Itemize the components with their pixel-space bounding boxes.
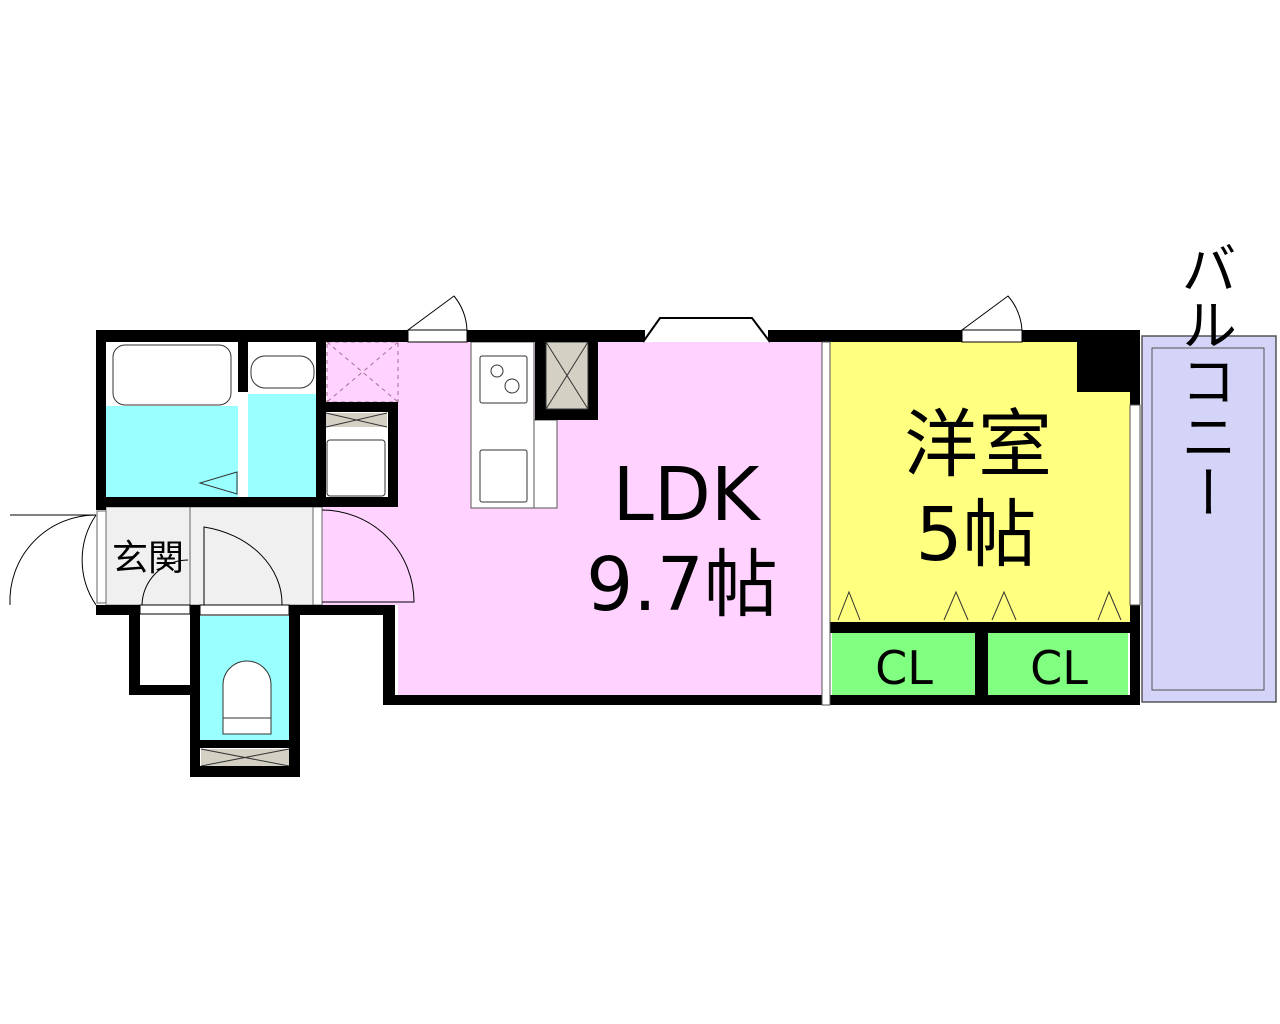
ldk-name: LDK xyxy=(613,452,762,538)
pink-storage xyxy=(326,341,399,403)
shoe-storage xyxy=(140,614,190,689)
closet-doors xyxy=(837,590,1122,621)
ldk-floor xyxy=(398,342,824,695)
bathtub xyxy=(112,344,232,406)
closet-1-floor xyxy=(832,633,975,695)
western-size: 5帖 xyxy=(915,492,1036,578)
washbasin xyxy=(250,355,315,389)
ldk-size: 9.7帖 xyxy=(586,542,778,628)
closet-1-label: CL xyxy=(875,641,933,695)
bath-floor xyxy=(106,406,238,497)
toilet xyxy=(222,660,272,719)
closet-2-label: CL xyxy=(1030,641,1088,695)
doors xyxy=(9,295,1023,616)
kitchen-sink xyxy=(479,449,528,503)
washing-machine xyxy=(326,439,386,497)
ldk-floor-hall xyxy=(322,507,402,605)
balcony-floor xyxy=(1141,335,1277,703)
stove xyxy=(479,355,528,404)
balcony-label: バルコニー xyxy=(1172,240,1237,520)
entrance-label: 玄関 xyxy=(112,538,184,579)
washroom-floor xyxy=(248,394,316,497)
western-name: 洋室 xyxy=(904,402,1052,488)
closet-2-floor xyxy=(988,633,1128,695)
